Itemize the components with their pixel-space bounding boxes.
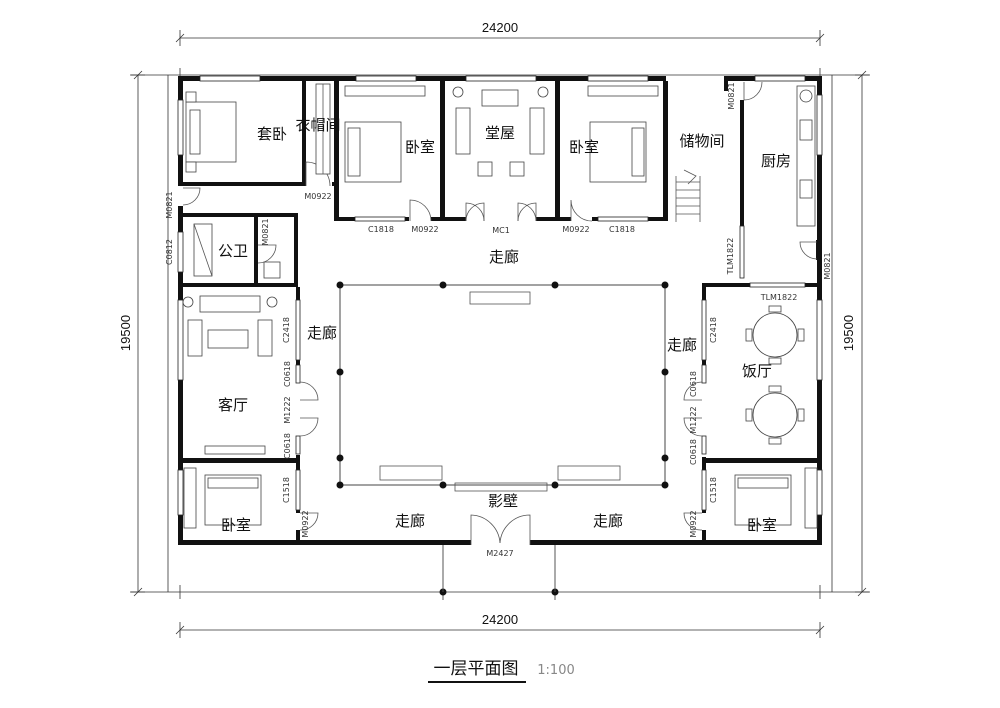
code-m0922-a: M0922 — [411, 225, 438, 234]
code-mc1: MC1 — [492, 226, 510, 235]
code-m1222-west: M1222 — [283, 396, 292, 423]
room-labels: 套卧 衣帽间 卧室 堂屋 卧室 储物间 厨房 公卫 客厅 饭厅 卧室 卧室 走廊… — [218, 116, 791, 534]
code-m0821-west: M0821 — [165, 191, 174, 218]
room-bedroom-se: 卧室 — [747, 516, 777, 534]
room-corridor-east: 走廊 — [667, 336, 697, 354]
code-c2418-west: C2418 — [282, 317, 291, 343]
room-storage: 储物间 — [679, 132, 724, 150]
code-c0618-east-1: C0618 — [689, 371, 698, 397]
room-corridor-se: 走廊 — [593, 512, 623, 530]
room-corridor-sw: 走廊 — [395, 512, 425, 530]
code-c1818-b: C1818 — [609, 225, 635, 234]
doors — [182, 81, 818, 545]
code-m0922-sw: M0922 — [301, 510, 310, 537]
furniture — [182, 83, 818, 529]
room-suite-bedroom: 套卧 — [257, 125, 287, 143]
title-block: 一层平面图 1:100 — [428, 659, 575, 683]
code-c1518-west: C1518 — [282, 477, 291, 503]
code-m1222-east: M1222 — [689, 406, 698, 433]
room-bedroom-nw: 卧室 — [405, 138, 435, 156]
room-screen-wall: 影壁 — [488, 492, 518, 510]
drawing-scale: 1:100 — [537, 663, 574, 678]
room-cloakroom: 衣帽间 — [295, 116, 340, 134]
code-c2418-east: C2418 — [709, 317, 718, 343]
room-corridor-north: 走廊 — [489, 248, 519, 266]
dimension-top: 24200 — [482, 20, 518, 35]
dimension-right: 19500 — [841, 315, 856, 351]
code-m0922-suite: M0922 — [304, 192, 331, 201]
exterior-walls — [178, 76, 822, 545]
code-m0922-se: M0922 — [689, 510, 698, 537]
room-main-hall: 堂屋 — [485, 124, 515, 142]
dimension-bottom: 24200 — [482, 612, 518, 627]
room-bedroom-ne: 卧室 — [569, 138, 599, 156]
code-m0821-kitchen: M0821 — [727, 82, 736, 109]
code-m0821-wc: M0821 — [261, 218, 270, 245]
courtyard — [336, 281, 669, 596]
room-kitchen: 厨房 — [761, 152, 791, 170]
code-m0821-east: M0821 — [823, 252, 832, 279]
interior-walls — [178, 81, 822, 544]
windows — [177, 75, 823, 516]
code-c1818-a: C1818 — [368, 225, 394, 234]
code-tlm1822-b: TLM1822 — [760, 293, 798, 302]
code-c1518-east: C1518 — [709, 477, 718, 503]
code-c0618-east-2: C0618 — [689, 439, 698, 465]
room-corridor-west: 走廊 — [307, 324, 337, 342]
dimension-left: 19500 — [118, 315, 133, 351]
room-dining-room: 饭厅 — [742, 362, 772, 380]
code-c0618-west-1: C0618 — [283, 361, 292, 387]
code-m0922-b: M0922 — [562, 225, 589, 234]
room-bedroom-sw: 卧室 — [221, 516, 251, 534]
code-tlm1822-a: TLM1822 — [726, 238, 735, 276]
stairs — [675, 169, 701, 222]
code-c0812: C0812 — [165, 239, 174, 265]
code-c0618-west-2: C0618 — [283, 433, 292, 459]
opening-codes: M0922 M0821 C0812 M0821 C1818 M0922 MC1 … — [165, 82, 832, 558]
code-m2427: M2427 — [486, 549, 513, 558]
dimension-lines — [130, 30, 870, 638]
drawing-title: 一层平面图 — [434, 659, 519, 679]
room-living-room: 客厅 — [218, 396, 248, 414]
room-public-wc: 公卫 — [218, 242, 248, 260]
